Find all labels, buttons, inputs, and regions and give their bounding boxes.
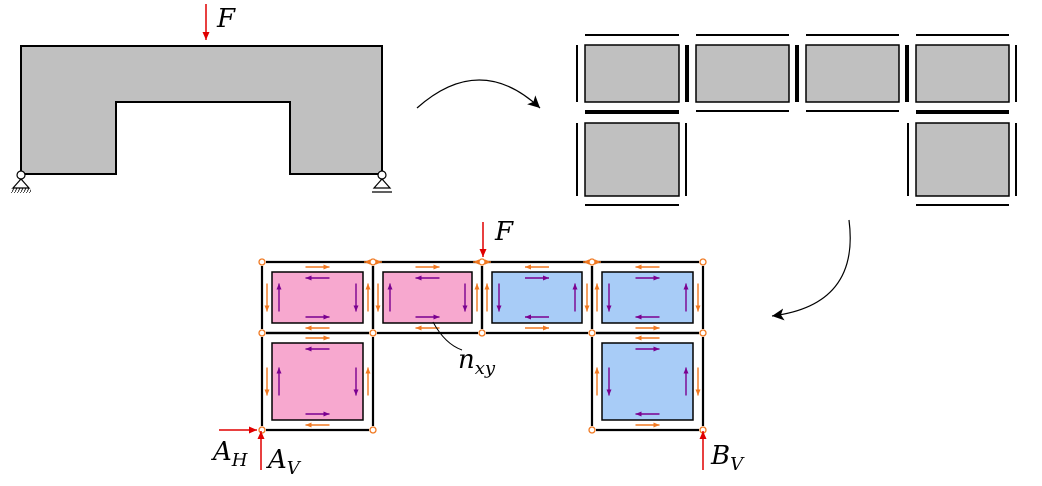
reaction-label-ah: AH (211, 437, 248, 471)
shear-panel (260, 331, 375, 432)
node-circle (258, 258, 266, 266)
node-circle (699, 258, 707, 266)
node-circle (588, 329, 596, 337)
reaction-label-bv: BV (710, 441, 745, 475)
force-label-top: F (216, 4, 236, 34)
panel-fill (382, 271, 473, 324)
node-circle (369, 329, 377, 337)
panel-fill (271, 342, 364, 421)
shear-panel (590, 331, 705, 432)
shear-flow-leader (432, 321, 463, 351)
shear-flow-label: nxy (458, 345, 496, 379)
gray-solid-body (20, 45, 383, 175)
panel-fill (601, 342, 694, 421)
force-label-bottom: F (494, 217, 514, 247)
node-circle (369, 258, 377, 266)
node-circle (478, 329, 486, 337)
exploded-element (797, 34, 907, 112)
panel-block (805, 44, 900, 103)
panel-fill (491, 271, 583, 324)
panel-fill (271, 271, 364, 324)
node-circle (588, 426, 596, 434)
panel-block (584, 44, 680, 103)
node-circle (699, 329, 707, 337)
panel-block (695, 44, 790, 103)
solid-body-group: F (11, 4, 392, 193)
node-circle (369, 426, 377, 434)
exploded-element (687, 34, 797, 112)
exploded-element (576, 112, 687, 206)
reaction-label-av: AV (266, 445, 302, 479)
exploded-element (907, 112, 1017, 206)
node-circle (478, 258, 486, 266)
curved-arrow-icon (771, 219, 851, 321)
panel-block (584, 122, 680, 197)
exploded-element (907, 34, 1017, 112)
exploded-element (576, 34, 687, 112)
shear-panel (590, 260, 705, 335)
node-circle (258, 426, 266, 434)
panel-model-group (258, 258, 707, 434)
panel-block (915, 44, 1010, 103)
node-circle (588, 258, 596, 266)
panel-block (915, 122, 1010, 197)
node-circle (258, 329, 266, 337)
shear-panel (260, 260, 375, 335)
roller-support-icon (372, 170, 392, 193)
exploded-elements-group (576, 34, 1017, 206)
pin-support-icon (11, 170, 31, 193)
panel-fill (601, 271, 694, 324)
curved-arrow-icon (416, 79, 541, 109)
